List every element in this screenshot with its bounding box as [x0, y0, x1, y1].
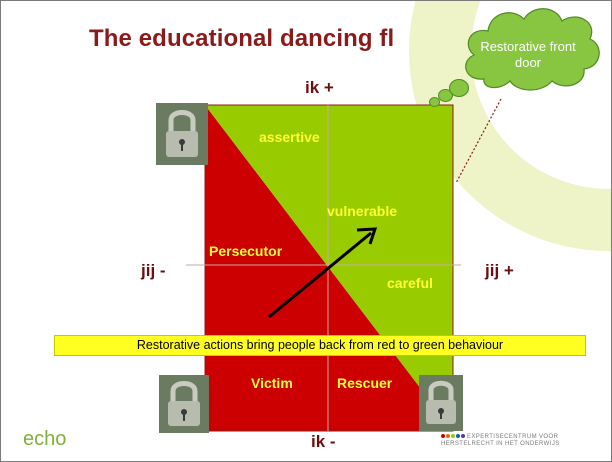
- thought-bubble-large: [449, 79, 469, 97]
- thought-bubble-small: [429, 97, 440, 107]
- cloud-text: Restorative front door: [480, 39, 576, 70]
- label-assertive: assertive: [259, 129, 320, 145]
- thought-cloud: Restorative front door: [456, 1, 606, 96]
- arrow-head: [356, 227, 378, 245]
- label-victim: Victim: [251, 375, 293, 391]
- restorative-banner: Restorative actions bring people back fr…: [54, 335, 586, 356]
- label-persecutor: Persecutor: [209, 243, 283, 259]
- axis-label-top: ik +: [305, 78, 334, 97]
- padlock-image-bottom-left: [159, 375, 209, 438]
- label-rescuer: Rescuer: [337, 375, 393, 391]
- arrow-line: [268, 231, 372, 319]
- axis-label-bottom: ik -: [311, 432, 336, 451]
- label-vulnerable: vulnerable: [327, 203, 398, 219]
- echo-logo: echo: [23, 428, 67, 450]
- axis-label-right: jij +: [485, 261, 514, 280]
- cloud-pointer-line: [455, 98, 502, 184]
- axis-label-left: jij -: [141, 261, 166, 280]
- logo-dots-icon: [441, 434, 465, 439]
- floor-border: [204, 104, 454, 432]
- padlock-image-bottom-right: [419, 375, 463, 436]
- expertisecentrum-logo: EXPERTISECENTRUM VOOR HERSTELRECHT IN HE…: [441, 434, 591, 448]
- label-careful: careful: [387, 275, 433, 291]
- slide-title: The educational dancing fl: [89, 25, 395, 52]
- logo-line-2: HERSTELRECHT IN HET ONDERWIJS: [441, 441, 560, 447]
- padlock-image-top-left: [156, 103, 208, 170]
- logo-line-1: EXPERTISECENTRUM VOOR: [441, 434, 591, 441]
